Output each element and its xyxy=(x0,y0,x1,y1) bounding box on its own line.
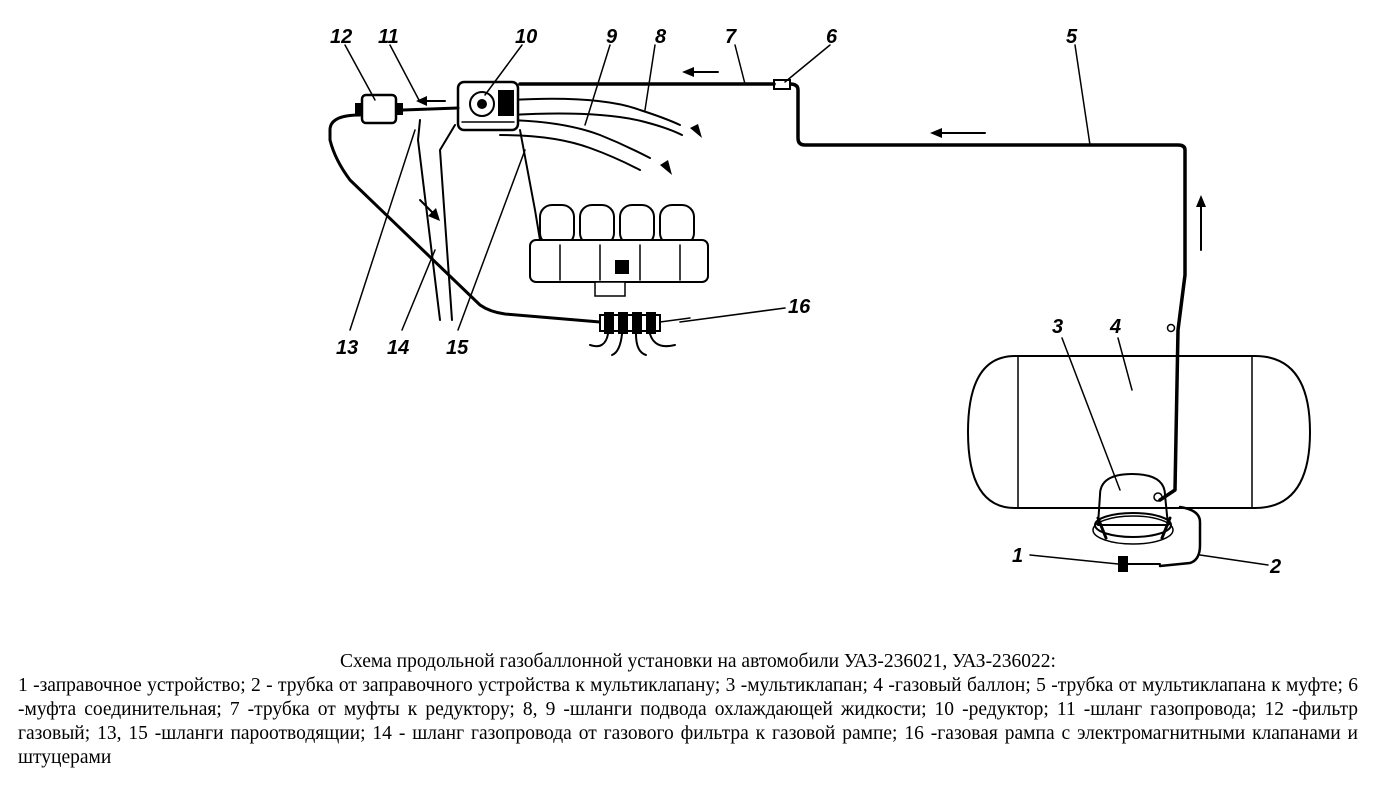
gas-cylinder xyxy=(967,355,1311,509)
label-16: 16 xyxy=(788,296,811,318)
label-11: 11 xyxy=(378,26,399,48)
caption-line-3: охлаждающей жидкости; 10 -редуктор; 11 -… xyxy=(18,699,1358,744)
figure-caption: Схема продольной газобаллонной установки… xyxy=(18,650,1358,770)
label-9: 9 xyxy=(606,26,618,48)
caption-line-1: 1 -заправочное устройство; 2 - трубка от… xyxy=(18,675,1031,696)
tube-filler-to-multivalve xyxy=(1158,505,1202,568)
intake-manifold xyxy=(529,204,709,297)
label-7: 7 xyxy=(725,26,737,48)
filler-device xyxy=(1029,554,1161,572)
label-15: 15 xyxy=(446,337,469,359)
label-12: 12 xyxy=(330,26,352,48)
label-14: 14 xyxy=(387,337,409,359)
caption-title: Схема продольной газобаллонной установки… xyxy=(340,651,1056,672)
label-13: 13 xyxy=(336,337,358,359)
gas-rail xyxy=(589,312,691,356)
caption-body: 1 -заправочное устройство; 2 - трубка от… xyxy=(18,674,1358,770)
label-2: 2 xyxy=(1269,556,1281,578)
label-8: 8 xyxy=(655,26,667,48)
label-5: 5 xyxy=(1066,26,1078,48)
label-6: 6 xyxy=(826,26,838,48)
tube-multivalve-to-coupling xyxy=(788,82,1187,502)
multivalve xyxy=(1092,473,1174,545)
flow-arrows xyxy=(416,67,1206,251)
label-1: 1 xyxy=(1012,545,1023,567)
reducer xyxy=(456,80,520,132)
caption-line-4: шланг газопровода от газового фильтра к … xyxy=(18,723,1358,768)
label-4: 4 xyxy=(1109,316,1121,338)
label-10: 10 xyxy=(515,26,537,48)
caption-line-2: 5 -трубка от мультиклапана к муфте; 6 -м… xyxy=(18,675,1358,720)
label-3: 3 xyxy=(1052,316,1063,338)
gas-system-diagram: 12 11 10 9 8 7 6 5 13 14 15 16 3 4 1 2 xyxy=(328,26,1311,578)
gas-filter xyxy=(355,93,403,125)
leader-lines xyxy=(344,44,1133,491)
